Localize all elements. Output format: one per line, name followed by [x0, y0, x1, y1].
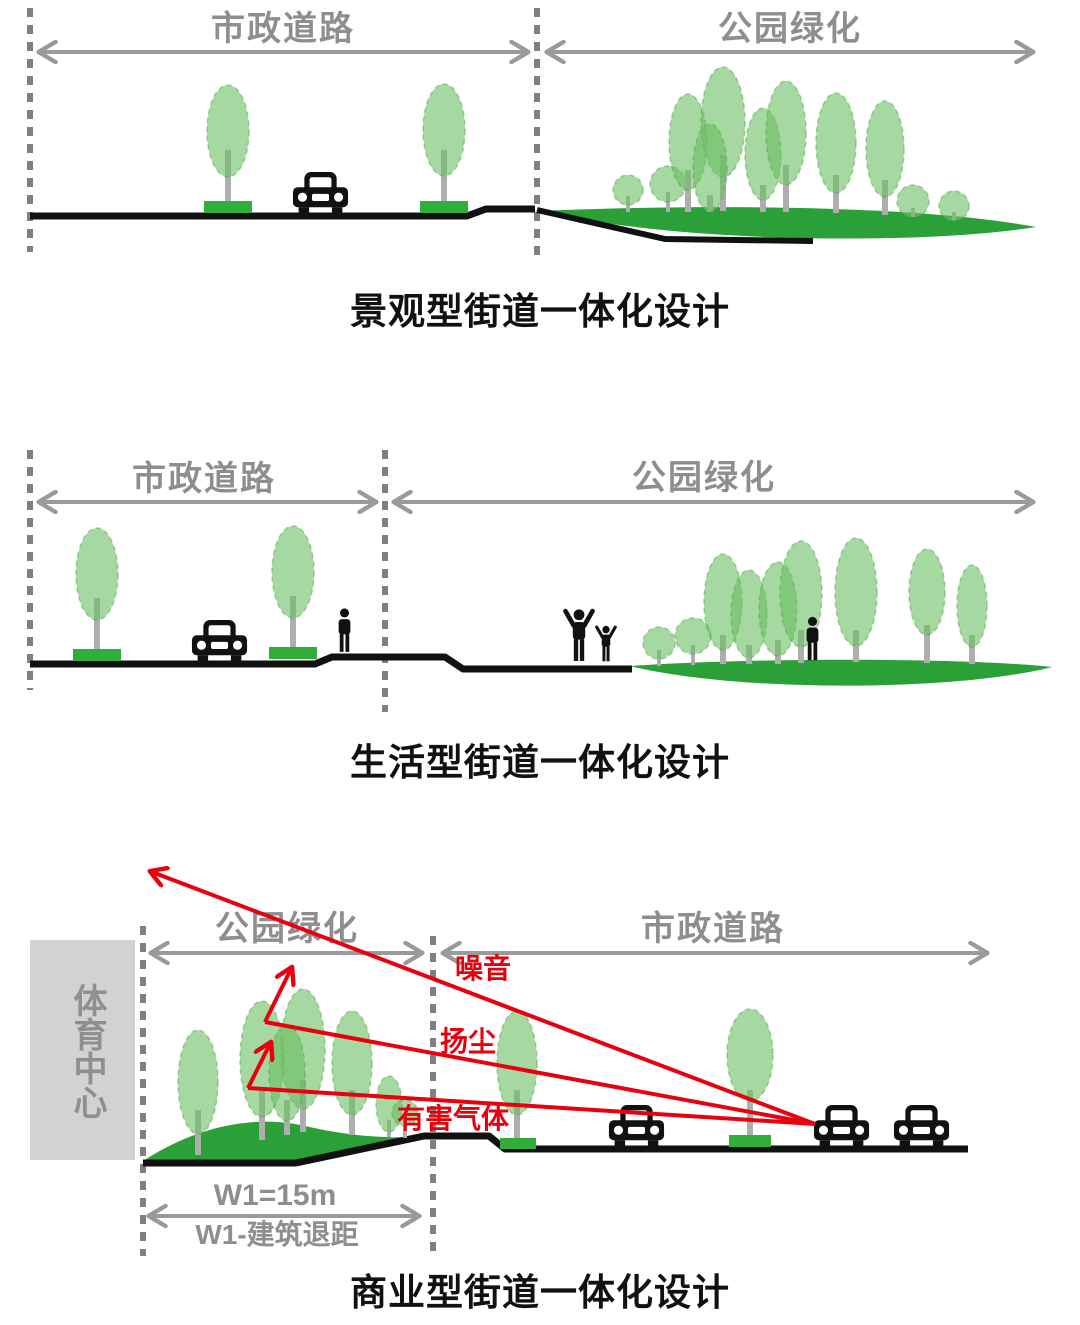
- zone-label-park: 公园绿化: [632, 459, 776, 497]
- panel-landscape: [27, 8, 1036, 262]
- park-trees: [642, 537, 988, 666]
- slope-edge: [536, 207, 814, 244]
- car-icon: [893, 1105, 950, 1146]
- street-tree: [204, 84, 252, 213]
- zone-label-park: 公园绿化: [718, 10, 862, 48]
- pollution-label-gas: 有害气体: [396, 1103, 510, 1134]
- pollution-label-dust: 扬尘: [439, 1026, 497, 1057]
- road-surface: [30, 205, 535, 220]
- park-trees: [612, 66, 970, 222]
- car-icon: [813, 1105, 870, 1146]
- panel-caption-landscape: 景观型街道一体化设计: [350, 291, 730, 332]
- road-surface: [30, 653, 632, 673]
- child-arms-up-icon: [595, 625, 617, 662]
- zone-label-road: 市政道路: [211, 10, 355, 48]
- pollution-label-noise: 噪音: [454, 953, 512, 984]
- street-tree: [73, 527, 121, 661]
- panel-caption-commercial: 商业型街道一体化设计: [350, 1272, 730, 1313]
- person-arms-up-icon: [566, 609, 593, 661]
- zone-label-road: 市政道路: [641, 910, 785, 948]
- setback-width-label: W1=15m: [213, 1179, 337, 1212]
- panel-living: [27, 450, 1052, 712]
- panel-caption-living: 生活型街道一体化设计: [350, 742, 730, 783]
- berm-mound: [143, 1121, 422, 1162]
- sports-center-building: [30, 940, 135, 1160]
- car-icon: [608, 1105, 665, 1146]
- street-tree: [726, 1008, 774, 1147]
- road-surface: [143, 1132, 968, 1167]
- pedestrian-icon: [338, 608, 351, 652]
- zone-label-park: 公园绿化: [215, 910, 359, 948]
- car-icon: [191, 620, 248, 661]
- park-lawn: [630, 659, 1052, 686]
- street-tree: [269, 525, 317, 659]
- zone-label-road: 市政道路: [132, 460, 276, 498]
- sports-center-label: 体育中心: [68, 983, 106, 1119]
- setback-name-label: W1-建筑退距: [195, 1219, 359, 1250]
- car-icon: [292, 172, 349, 213]
- street-tree: [420, 83, 468, 213]
